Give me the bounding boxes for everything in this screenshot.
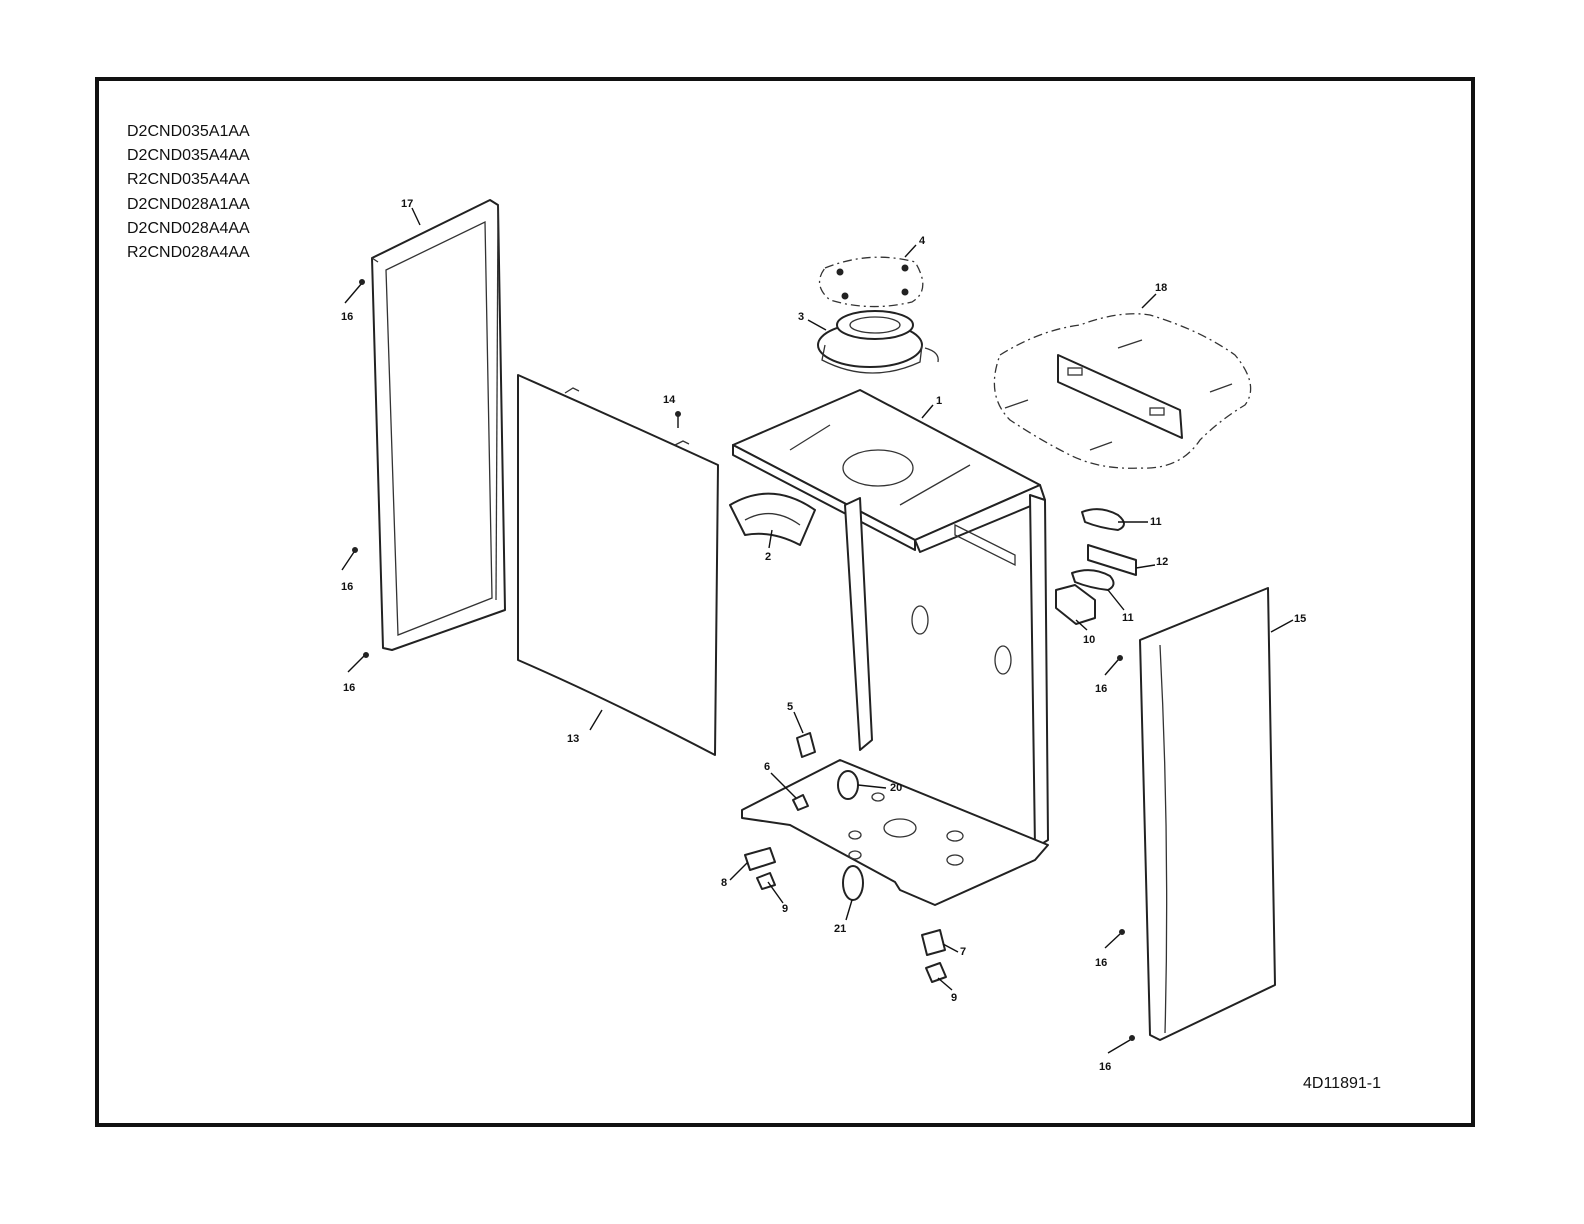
part-12-bracket [1087, 544, 1137, 576]
callout-5: 5 [787, 701, 793, 713]
callout-20: 20 [890, 782, 902, 794]
part-13-front-panel [517, 374, 719, 756]
part-1-chassis [732, 389, 1049, 906]
callout-16: 16 [343, 682, 355, 694]
part-16-screws [341, 279, 1135, 1054]
callout-4: 4 [919, 235, 926, 247]
model-number: D2CND035A1AA [127, 123, 250, 140]
callout-9: 9 [951, 992, 957, 1004]
leader-lines [411, 207, 1294, 991]
model-number: D2CND028A4AA [127, 219, 250, 237]
callout-16: 16 [1095, 683, 1107, 695]
callout-11: 11 [1150, 516, 1162, 528]
part-2-air-guide [729, 492, 816, 546]
callout-16: 16 [341, 581, 353, 593]
part-15-side-panel [1139, 587, 1276, 1041]
model-number: R2CND035A4AA [127, 171, 250, 189]
callout-11: 11 [1122, 612, 1134, 624]
part-5-grommet [796, 732, 816, 758]
callout-21: 21 [834, 923, 846, 935]
model-number: R2CND028A4AA [127, 244, 250, 262]
callout-17: 17 [401, 198, 413, 210]
callout-14: 14 [663, 394, 676, 406]
part-3-flue-adapter [817, 310, 939, 374]
part-7-bracket [921, 929, 946, 956]
model-number: D2CND028A1AA [127, 195, 250, 213]
document-number: 4D11891-1 [1303, 1075, 1381, 1092]
part-17-side-frame [371, 199, 506, 651]
part-9-clip [925, 962, 947, 983]
callout-2: 2 [765, 551, 771, 563]
model-list: D2CND035A1AA D2CND035A4AA R2CND035A4AA D… [127, 120, 250, 265]
callout-7: 7 [960, 946, 966, 958]
part-9-clip [756, 872, 776, 890]
part-10-switch [1055, 584, 1096, 625]
part-4-screw-kit [818, 256, 924, 308]
callout-9: 9 [782, 903, 788, 915]
callout-8: 8 [721, 877, 727, 889]
part-11-clip-lower [1071, 569, 1115, 591]
model-number: D2CND035A4AA [127, 147, 250, 165]
callout-16: 16 [1095, 957, 1107, 969]
part-11-clip-upper [1081, 508, 1125, 531]
part-14-screw [675, 411, 681, 428]
callout-15: 15 [1294, 613, 1306, 625]
callout-16: 16 [1099, 1061, 1111, 1073]
callout-18: 18 [1155, 282, 1167, 294]
callout-6: 6 [764, 761, 770, 773]
part-21-cover [842, 865, 864, 901]
callout-12: 12 [1156, 556, 1168, 568]
part-20-fitting [837, 770, 859, 800]
part-6-clip [792, 794, 809, 811]
callout-1: 1 [936, 395, 942, 407]
callout-16: 16 [341, 311, 353, 323]
part-18-bracket-kit [993, 313, 1252, 469]
drawing-border [95, 77, 1475, 1127]
part-8-bracket [744, 847, 776, 871]
callout-13: 13 [567, 733, 579, 745]
callout-10: 10 [1083, 634, 1095, 646]
callout-labels: 17 1 2 3 4 5 6 7 8 9 9 10 11 11 12 13 14… [341, 198, 1306, 1073]
callout-3: 3 [798, 311, 804, 323]
